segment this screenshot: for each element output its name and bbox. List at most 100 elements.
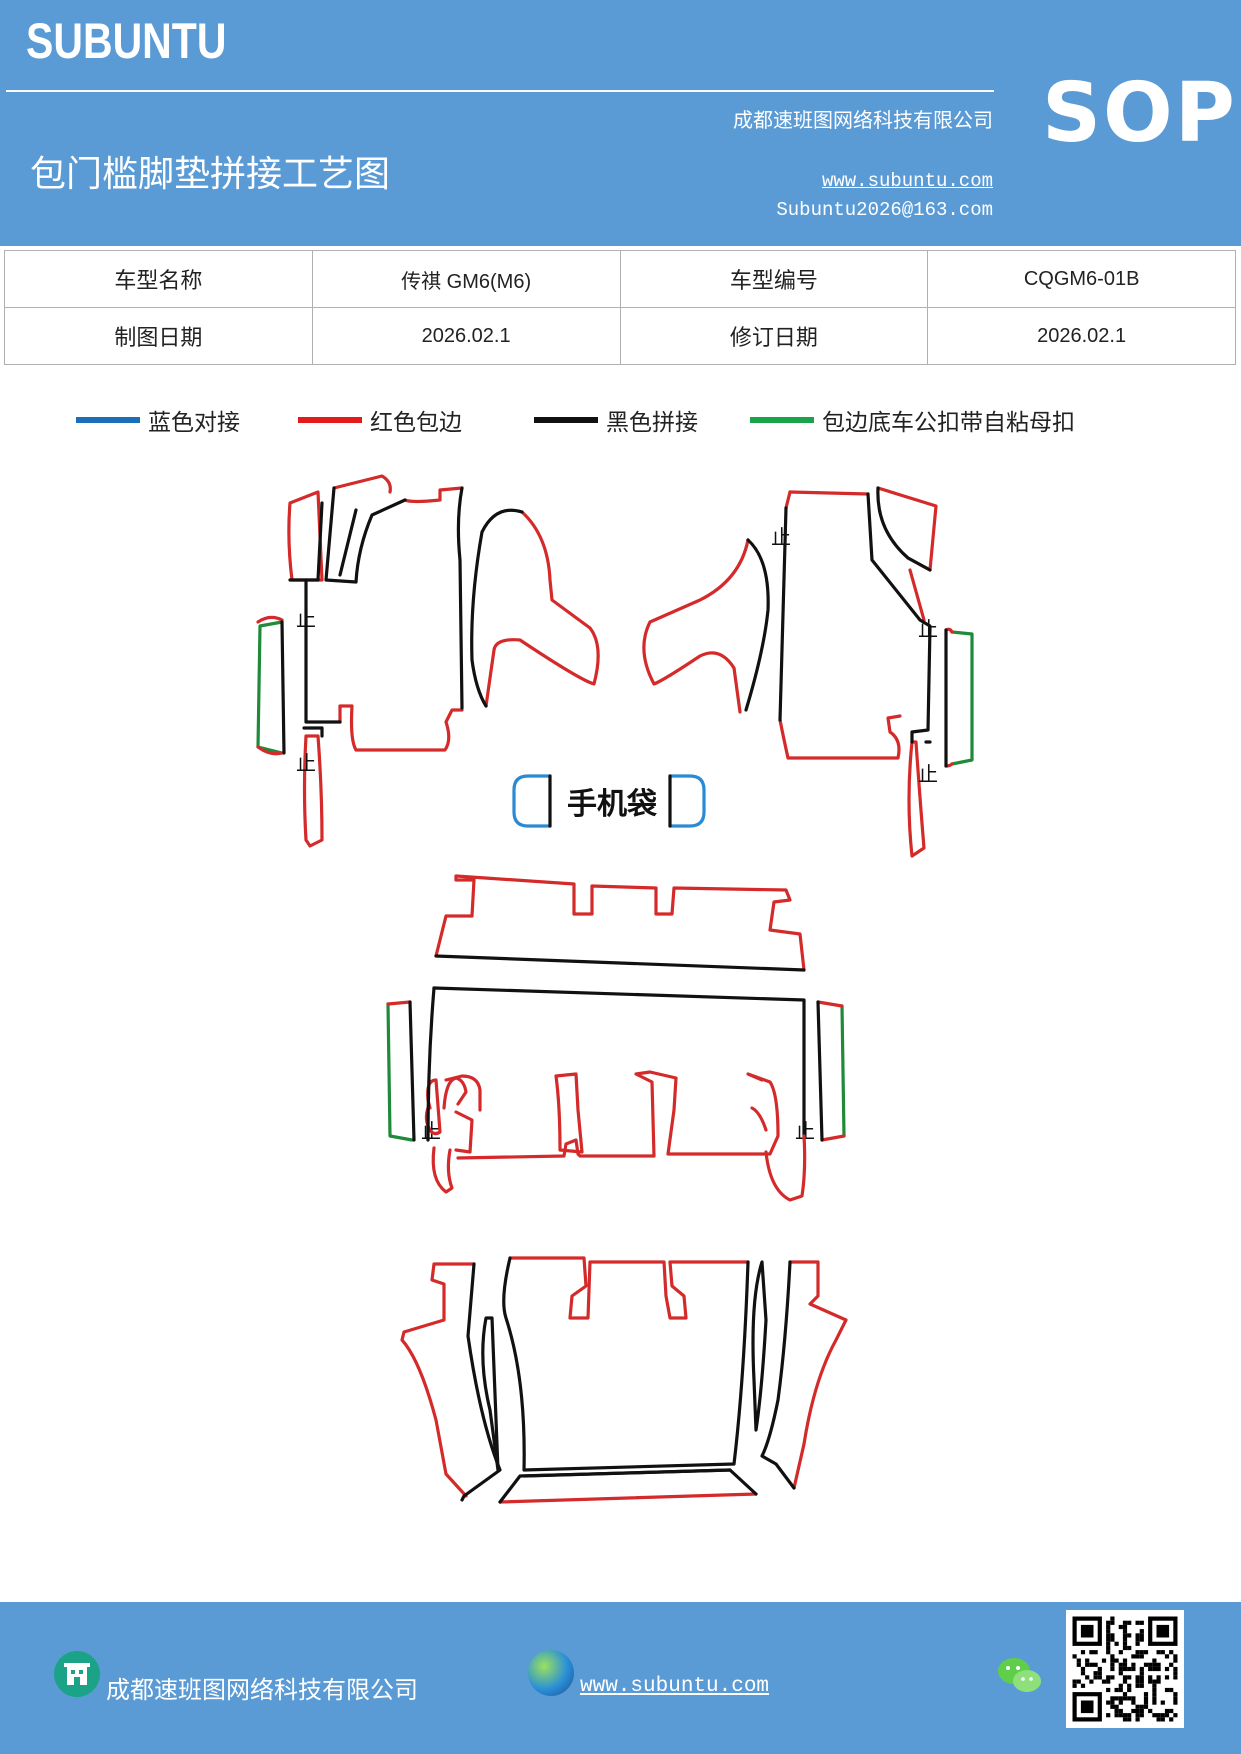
legend-swatch — [76, 417, 140, 423]
black-seam — [481, 1316, 500, 1472]
legend-label: 红色包边 — [370, 410, 462, 436]
stop-mark: 止 — [771, 525, 791, 549]
middle-mats — [386, 874, 846, 1202]
black-seam — [816, 1000, 824, 1142]
phone-bag-label: 手机袋 — [567, 787, 657, 822]
header-banner: SUBUNTU 成都速班图网络科技有限公司 包门槛脚垫拼接工艺图 www.sub… — [0, 0, 1241, 246]
footer-website-link[interactable]: www.subuntu.com — [580, 1675, 770, 1698]
value-cell: 2026.02.1 — [927, 307, 1236, 365]
red-edge — [908, 568, 926, 622]
black-seam — [456, 486, 464, 710]
value-cell: 2026.02.1 — [311, 307, 621, 365]
green-edge — [256, 620, 284, 755]
red-edge — [256, 615, 284, 624]
black-seam — [280, 620, 286, 755]
red-edge — [444, 1074, 482, 1112]
red-edge — [820, 1134, 846, 1142]
stop-mark: 止 — [296, 751, 316, 775]
legend-item-red: 红色包边 — [298, 400, 462, 440]
value-cell: 传祺 GM6(M6) — [311, 250, 621, 308]
stop-mark: 止 — [918, 617, 938, 641]
red-edge — [764, 1134, 807, 1202]
red-edge — [788, 1260, 848, 1490]
red-edge — [386, 1000, 412, 1006]
footer-banner: 成都速班图网络科技有限公司 www.subuntu.com — [0, 1602, 1241, 1754]
red-edge — [508, 1256, 750, 1320]
green-edge — [950, 630, 974, 766]
phone-bag: 手机袋 — [512, 774, 706, 828]
red-edge — [302, 734, 324, 848]
front-right-mat — [642, 486, 974, 858]
label-cell: 修订日期 — [619, 307, 929, 365]
red-edge — [256, 745, 284, 756]
red-edge — [907, 740, 926, 858]
qr-code[interactable] — [1066, 1610, 1184, 1728]
legend-item-blue: 蓝色对接 — [76, 400, 240, 440]
red-edge — [554, 1072, 584, 1154]
red-edge — [484, 510, 600, 708]
black-seam — [876, 486, 932, 572]
legend-swatch — [534, 417, 598, 423]
red-edge — [332, 474, 392, 494]
black-seam — [432, 986, 806, 1138]
stop-mark: 止 — [296, 607, 316, 631]
legend-label: 包边底车公扣带自粘母扣 — [822, 410, 1075, 436]
black-seam — [288, 501, 324, 582]
black-seam — [338, 508, 358, 577]
brand-logo: SUBUNTU — [26, 13, 227, 69]
black-seam — [434, 954, 806, 972]
black-seam — [751, 1260, 768, 1432]
black-seam — [498, 1468, 758, 1504]
legend-label: 蓝色对接 — [148, 410, 240, 436]
label-cell: 车型名称 — [4, 250, 313, 308]
red-edge — [750, 1106, 768, 1132]
red-edge — [498, 1492, 758, 1504]
header-divider — [6, 90, 994, 92]
table-row: 制图日期 2026.02.1 修订日期 2026.02.1 — [4, 307, 1236, 365]
black-seam — [502, 1256, 750, 1472]
company-name: 成都速班图网络科技有限公司 — [733, 108, 993, 132]
red-edge — [816, 1000, 844, 1008]
red-edge — [784, 490, 792, 510]
black-seam — [324, 486, 407, 584]
red-edge — [400, 1262, 476, 1498]
legend-swatch — [750, 417, 814, 423]
red-edge — [338, 704, 464, 752]
red-edge — [454, 1110, 474, 1154]
black-seam — [760, 1260, 796, 1490]
green-edge — [386, 1002, 414, 1142]
green-edge — [840, 1004, 846, 1138]
splice-diagram: 止 止 止 止 止 止 止 手机袋 — [0, 450, 1241, 1600]
value-cell: CQGM6-01B — [927, 250, 1236, 308]
red-edge — [431, 1146, 454, 1194]
red-edge — [403, 486, 464, 504]
black-seam — [304, 578, 342, 724]
black-seam — [470, 508, 524, 708]
black-seam — [744, 538, 770, 712]
legend-label: 黑色拼接 — [606, 410, 698, 436]
black-seam — [408, 1000, 416, 1142]
email-address: Subuntu2026@163.com — [776, 199, 993, 221]
table-row: 车型名称 传祺 GM6(M6) 车型编号 CQGM6-01B — [4, 250, 1236, 308]
website-link[interactable]: www.subuntu.com — [821, 170, 993, 192]
legend-swatch — [298, 417, 362, 423]
black-seam — [866, 492, 932, 744]
label-cell: 车型编号 — [619, 250, 929, 308]
rear-mats — [400, 1256, 848, 1504]
building-icon — [54, 1651, 100, 1697]
blue-edge — [512, 774, 552, 828]
front-left-mat — [256, 474, 600, 848]
stop-mark: 止 — [918, 762, 938, 786]
sop-badge: SOP — [1042, 66, 1237, 161]
color-legend: 蓝色对接 红色包边 黑色拼接 包边底车公扣带自粘母扣 — [0, 400, 1241, 440]
red-edge — [434, 874, 806, 972]
black-seam — [460, 1262, 502, 1502]
wechat-icon[interactable] — [996, 1654, 1044, 1698]
page-title: 包门槛脚垫拼接工艺图 — [30, 154, 391, 195]
footer-company: 成都速班图网络科技有限公司 — [106, 1676, 418, 1704]
red-edge — [442, 1076, 468, 1110]
legend-item-black: 黑色拼接 — [534, 400, 698, 440]
black-seam — [426, 986, 436, 1142]
vehicle-info-table: 车型名称 传祺 GM6(M6) 车型编号 CQGM6-01B 制图日期 2026… — [4, 250, 1236, 365]
red-edge — [778, 714, 902, 760]
